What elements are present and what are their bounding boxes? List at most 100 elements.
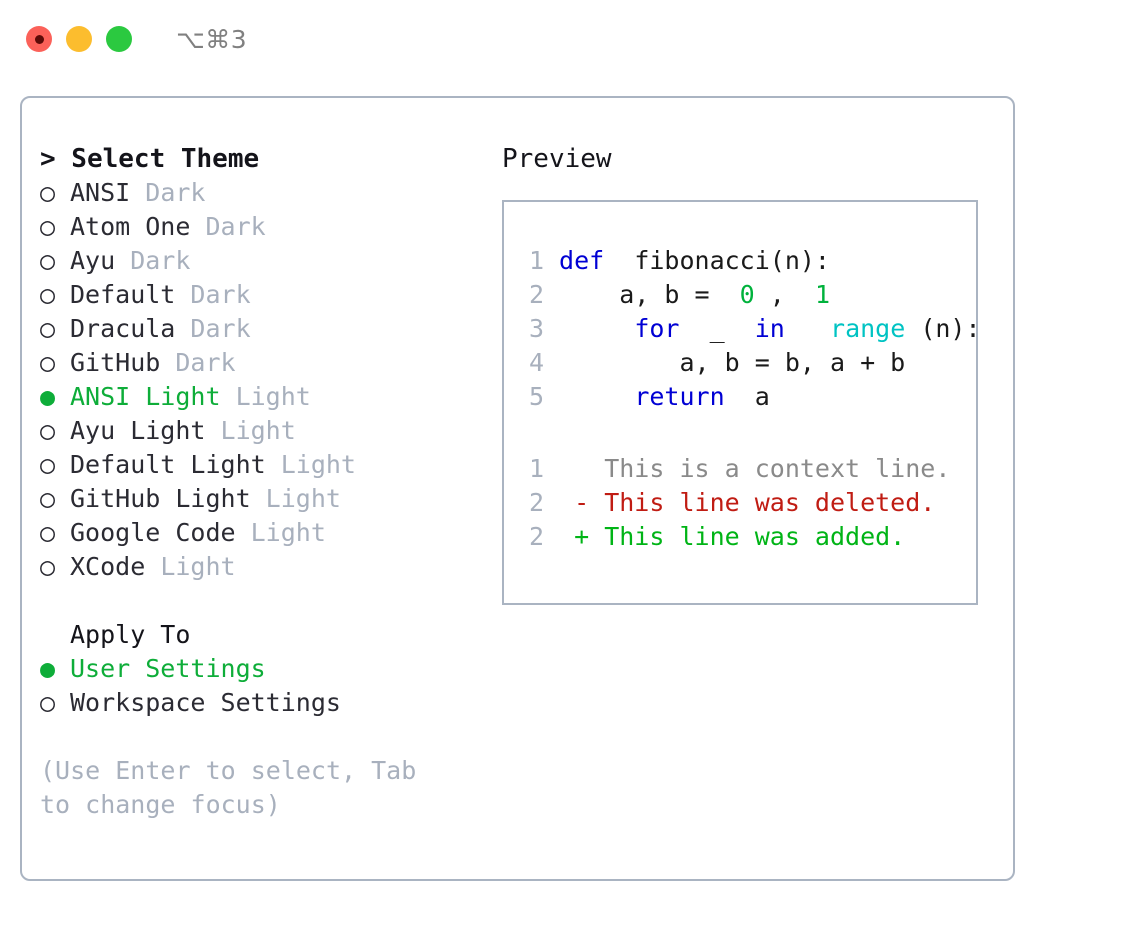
code-token: a, b = [544, 280, 725, 309]
theme-item-kind: Dark [130, 178, 206, 207]
code-token: for [619, 314, 680, 343]
code-token: (n): [905, 314, 981, 343]
apply-to-option-workspace-settings[interactable]: ○ Workspace Settings [40, 686, 490, 720]
code-line: 5 return a [518, 380, 976, 414]
code-token: a [724, 382, 770, 411]
radio-unselected-icon: ○ [40, 246, 56, 275]
apply-to-header: Apply To [70, 620, 191, 649]
radio-unselected-icon: ○ [40, 280, 56, 309]
theme-item-kind: Light [220, 382, 311, 411]
radio-unselected-icon: ○ [40, 552, 56, 581]
diff-text: - This line was deleted. [544, 488, 936, 517]
line-number: 2 [528, 280, 544, 309]
theme-item-kind: Dark [175, 314, 251, 343]
code-token [544, 382, 619, 411]
diff-line: 2 - This line was deleted. [518, 486, 976, 520]
theme-item-ansi[interactable]: ○ ANSI Dark [40, 176, 490, 210]
preview-column: Preview 1 def fibonacci(n):2 a, b = 0 , … [502, 142, 997, 605]
minimize-button[interactable] [66, 26, 92, 52]
theme-item-label: Google Code [70, 518, 236, 547]
code-line: 4 a, b = b, a + b [518, 346, 976, 380]
theme-item-kind: Dark [190, 212, 266, 241]
line-number: 3 [528, 314, 544, 343]
theme-item-kind: Dark [175, 280, 251, 309]
select-theme-header: > Select Theme [40, 144, 260, 174]
theme-item-label: Ayu [70, 246, 116, 275]
radio-unselected-icon: ○ [40, 416, 56, 445]
radio-unselected-icon: ○ [40, 178, 56, 207]
diff-line: 1 This is a context line. [518, 452, 976, 486]
code-token: 1 [799, 280, 830, 309]
radio-unselected-icon: ○ [40, 518, 56, 547]
theme-item-kind: Light [145, 552, 236, 581]
line-number: 2 [528, 488, 544, 517]
theme-item-github-light[interactable]: ○GitHub Light Light [40, 482, 490, 516]
apply-to-option-user-settings[interactable]: ● User Settings [40, 652, 490, 686]
code-token [785, 314, 815, 343]
theme-item-label: XCode [70, 552, 146, 581]
radio-unselected-icon: ○ [40, 484, 56, 513]
line-number: 5 [528, 382, 544, 411]
keyboard-hint: (Use Enter to select, Tab to change focu… [40, 756, 432, 819]
apply-to-option-label: User Settings [70, 654, 266, 683]
diff-line: 2 + This line was added. [518, 520, 976, 554]
close-button[interactable] [26, 26, 52, 52]
diff-text: + This line was added. [544, 522, 906, 551]
radio-unselected-icon: ○ [40, 348, 56, 377]
theme-item-dracula[interactable]: ○Dracula Dark [40, 312, 490, 346]
radio-unselected-icon: ○ [40, 314, 56, 343]
code-token: 0 [724, 280, 755, 309]
line-number: 2 [528, 522, 544, 551]
window-titlebar: ⌥⌘3 [0, 0, 1140, 78]
theme-item-label: GitHub Light [70, 484, 251, 513]
code-line: 1 def fibonacci(n): [518, 244, 976, 278]
theme-selector-column: > Select Theme ○ANSI Dark○Atom One Dark○… [40, 142, 490, 822]
code-token: _ [679, 314, 740, 343]
zoom-button[interactable] [106, 26, 132, 52]
theme-item-kind: Dark [160, 348, 236, 377]
radio-unselected-icon: ○ [40, 688, 56, 717]
traffic-light-group [26, 26, 132, 52]
theme-item-label: GitHub [70, 348, 161, 377]
diff-sample: 1 This is a context line.2 - This line w… [518, 452, 976, 554]
line-number: 1 [528, 454, 544, 483]
line-number: 4 [528, 348, 544, 377]
theme-item-default[interactable]: ○Default Dark [40, 278, 490, 312]
main-panel: > Select Theme ○ANSI Dark○Atom One Dark○… [20, 96, 1015, 881]
theme-list: ○ANSI Dark○Atom One Dark○Ayu Dark○Defaul… [40, 176, 490, 584]
theme-item-ayu[interactable]: ○Ayu Dark [40, 244, 490, 278]
theme-item-default-light[interactable]: ○Default Light Light [40, 448, 490, 482]
radio-selected-icon: ● [40, 654, 56, 683]
code-token [544, 314, 619, 343]
theme-item-label: ANSI Light [70, 382, 221, 411]
theme-item-github[interactable]: ○ GitHub Dark [40, 346, 490, 380]
apply-to-option-label: Workspace Settings [70, 688, 341, 717]
radio-selected-icon: ● [40, 382, 56, 411]
code-token: , [754, 280, 800, 309]
theme-item-google-code[interactable]: ○Google Code Light [40, 516, 490, 550]
theme-item-xcode[interactable]: ○ XCode Light [40, 550, 490, 584]
preview-header: Preview [502, 144, 612, 174]
radio-unselected-icon: ○ [40, 450, 56, 479]
code-line: 2 a, b = 0 , 1 [518, 278, 976, 312]
window-title: ⌥⌘3 [176, 24, 248, 54]
theme-item-ayu-light[interactable]: ○Ayu Light Light [40, 414, 490, 448]
code-token: fibonacci(n): [604, 246, 830, 275]
radio-unselected-icon: ○ [40, 212, 56, 241]
code-token: return [619, 382, 725, 411]
theme-item-kind: Light [205, 416, 296, 445]
section-spacer [40, 584, 490, 618]
diff-text: This is a context line. [544, 454, 951, 483]
apply-to-list: ● User Settings ○ Workspace Settings [40, 652, 490, 720]
theme-item-kind: Light [265, 450, 356, 479]
theme-item-atom-one[interactable]: ○Atom One Dark [40, 210, 490, 244]
code-token: def [544, 246, 605, 275]
theme-item-ansi-light[interactable]: ● ANSI Light Light [40, 380, 490, 414]
line-number: 1 [528, 246, 544, 275]
diff-spacer [518, 414, 976, 452]
theme-item-label: ANSI [70, 178, 131, 207]
code-token: a, b = b, a + b [544, 348, 906, 377]
